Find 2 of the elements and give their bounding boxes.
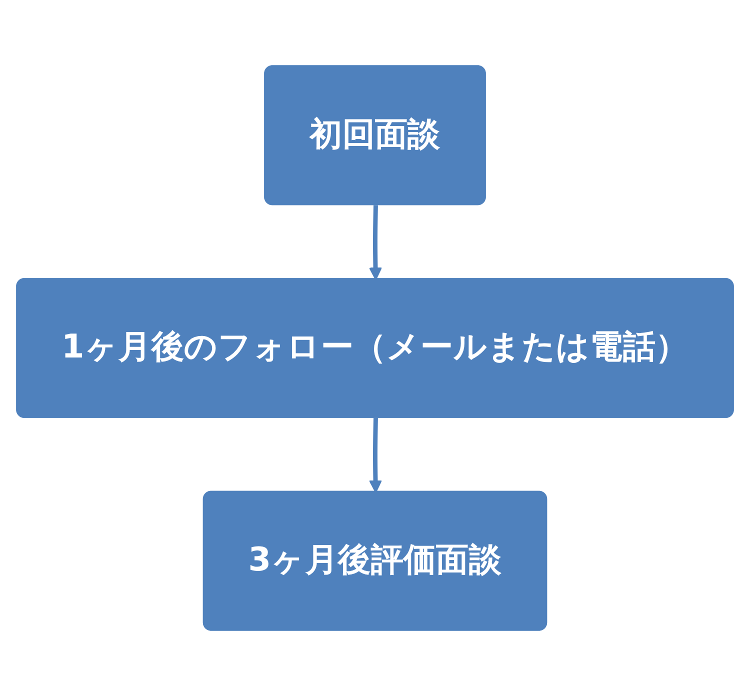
arrow — [368, 418, 382, 493]
arrow — [368, 205, 382, 280]
